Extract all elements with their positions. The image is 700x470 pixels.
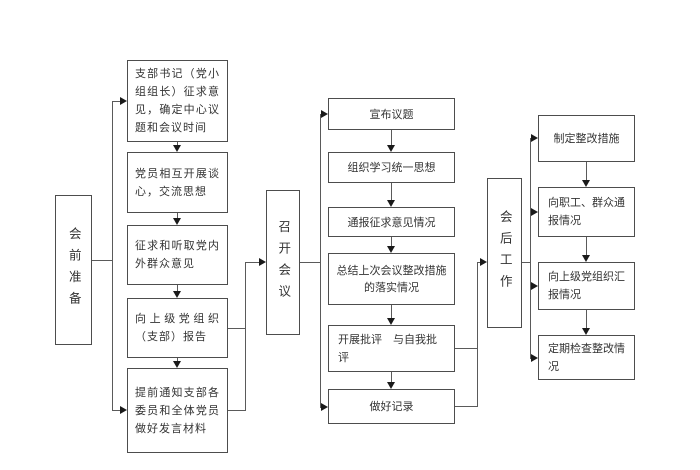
- node-label: 做好记录: [369, 400, 414, 413]
- node-label: 宣布议题: [369, 107, 414, 121]
- node-pre-step-5: 提前通知支部各委员和全体党员做好发言材料: [127, 368, 228, 453]
- node-post-step-3: 向上级党组织汇报情况: [538, 262, 635, 310]
- connector-line: [477, 262, 481, 263]
- node-meeting-step-3: 通报征求意见情况: [328, 207, 455, 237]
- arrowhead-right-icon: [531, 134, 538, 142]
- connector-line: [455, 406, 477, 407]
- arrowhead-down-icon: [173, 218, 181, 225]
- connector-line: [177, 285, 178, 292]
- arrowhead-right-icon: [120, 406, 127, 414]
- connector-line: [112, 101, 113, 411]
- connector-line: [177, 358, 178, 362]
- node-pre-step-4: 向上级党组织（支部）报告: [127, 298, 228, 358]
- node-meeting-step-6: 做好记录: [328, 389, 455, 424]
- arrowhead-down-icon: [582, 328, 590, 335]
- node-label: 会前准备: [66, 227, 82, 313]
- node-label: 向职工、群众通报情况: [548, 196, 625, 227]
- node-pre-step-2: 党员相互开展谈心，交流思想: [127, 152, 228, 213]
- node-label: 组织学习统一思想: [347, 161, 436, 174]
- connector-line: [112, 410, 121, 411]
- connector-line: [391, 237, 392, 247]
- arrowhead-down-icon: [173, 145, 181, 152]
- arrowhead-right-icon: [531, 282, 538, 290]
- arrowhead-down-icon: [173, 291, 181, 298]
- arrowhead-right-icon: [531, 208, 538, 216]
- connector-line: [228, 328, 245, 329]
- node-label: 召开会议: [276, 219, 292, 306]
- connector-line: [586, 237, 587, 256]
- node-pre-step-3: 征求和听取党内外群众意见: [127, 225, 228, 285]
- connector-line: [391, 372, 392, 383]
- node-post-step-1: 制定整改措施: [538, 115, 635, 162]
- arrowhead-right-icon: [321, 403, 328, 411]
- connector-line: [177, 213, 178, 219]
- connector-line: [112, 101, 121, 102]
- node-pre-step-1: 支部书记（党小组组长）征求意见，确定中心议题和会议时间: [127, 60, 228, 142]
- connector-line: [391, 183, 392, 201]
- connector-line: [245, 262, 260, 263]
- connector-line: [391, 130, 392, 146]
- connector-line: [530, 138, 531, 359]
- node-label: 定期检查整改情况: [548, 341, 625, 373]
- connector-line: [522, 262, 531, 263]
- connector-line: [391, 305, 392, 319]
- arrowhead-down-icon: [173, 361, 181, 368]
- node-meeting-step-2: 组织学习统一思想: [328, 152, 455, 183]
- node-label: 征求和听取党内外群众意见: [135, 239, 220, 270]
- node-post-step-4: 定期检查整改情况: [538, 335, 635, 380]
- connector-line: [586, 310, 587, 329]
- node-label: 通报征求意见情况: [347, 215, 436, 229]
- node-meeting-step-5: 开展批评 与自我批评: [328, 325, 455, 372]
- node-phase-post-meeting: 会后工作: [487, 178, 522, 328]
- arrowhead-down-icon: [387, 318, 395, 325]
- node-label: 提前通知支部各委员和全体党员做好发言材料: [135, 385, 220, 435]
- arrowhead-down-icon: [582, 180, 590, 187]
- arrowhead-down-icon: [387, 200, 395, 207]
- connector-line: [477, 262, 478, 407]
- connector-line: [92, 260, 112, 261]
- connector-line: [245, 262, 246, 411]
- connector-line: [320, 114, 321, 407]
- arrowhead-down-icon: [582, 255, 590, 262]
- arrowhead-down-icon: [387, 145, 395, 152]
- node-phase-convene-meeting: 召开会议: [266, 190, 300, 335]
- arrowhead-right-icon: [531, 354, 538, 362]
- connector-line: [455, 348, 477, 349]
- node-label: 向上级党组织（支部）报告: [135, 312, 220, 343]
- node-label: 党员相互开展谈心，交流思想: [135, 166, 220, 198]
- arrowhead-down-icon: [387, 382, 395, 389]
- arrowhead-right-icon: [259, 258, 266, 266]
- arrowhead-right-icon: [120, 97, 127, 105]
- arrowhead-down-icon: [387, 246, 395, 253]
- node-label: 支部书记（党小组组长）征求意见，确定中心议题和会议时间: [135, 67, 220, 134]
- node-meeting-step-1: 宣布议题: [328, 98, 455, 130]
- node-label: 总结上次会议整改措施的落实情况: [336, 264, 447, 294]
- arrowhead-right-icon: [321, 110, 328, 118]
- node-label: 向上级党组织汇报情况: [548, 270, 625, 301]
- node-post-step-2: 向职工、群众通报情况: [538, 187, 635, 237]
- connector-line: [586, 162, 587, 181]
- node-label: 会后工作: [497, 210, 513, 296]
- connector-line: [177, 142, 178, 147]
- connector-line: [228, 410, 245, 411]
- arrowhead-right-icon: [480, 258, 487, 266]
- node-label: 开展批评 与自我批评: [338, 332, 437, 364]
- node-phase-pre-meeting: 会前准备: [55, 195, 92, 345]
- node-meeting-step-4: 总结上次会议整改措施的落实情况: [328, 253, 455, 305]
- node-label: 制定整改措施: [553, 132, 620, 145]
- connector-line: [300, 262, 320, 263]
